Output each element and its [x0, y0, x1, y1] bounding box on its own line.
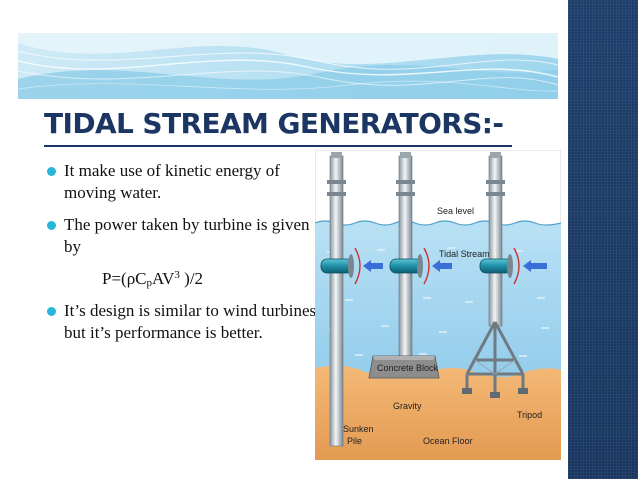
bullet-text: The power taken by turbine is given by — [64, 215, 310, 256]
wave-banner — [18, 33, 558, 99]
seabed — [315, 365, 561, 460]
turbine-icon — [320, 247, 361, 285]
flow-arrow-icon — [363, 260, 547, 272]
formula-subscript: p — [146, 277, 153, 289]
formula-suffix: )/2 — [179, 269, 204, 288]
bullet-dot-icon — [47, 167, 56, 176]
bullet-text: It’s design is similar to wind turbines … — [64, 301, 317, 342]
bullet-text: It make use of kinetic energy of moving … — [64, 161, 280, 202]
label-concrete-block: Concrete Block — [377, 363, 439, 373]
slide-title: TIDAL STREAM GENERATORS:- — [44, 107, 504, 140]
formula-middle: AV — [152, 269, 175, 288]
bullet-dot-icon — [47, 307, 56, 316]
label-gravity: Gravity — [393, 401, 422, 411]
bullet-list: It make use of kinetic energy of moving … — [46, 160, 326, 344]
tripod-frame — [465, 321, 525, 394]
bullet-dot-icon — [47, 221, 56, 230]
turbine-icon — [479, 247, 520, 285]
label-tidal-stream: Tidal Stream — [439, 249, 490, 259]
label-ocean-floor: Ocean Floor — [423, 436, 473, 446]
tidal-turbine-diagram: Sea level Tidal Stream Concrete Block Gr… — [315, 150, 561, 460]
turbine-icon — [389, 247, 430, 285]
bullet-item: The power taken by turbine is given by — [46, 214, 326, 258]
bullet-item: It make use of kinetic energy of moving … — [46, 160, 326, 204]
formula-superscript: 3 — [174, 269, 180, 281]
label-sunken: Sunken — [343, 424, 374, 434]
label-pile: Pile — [347, 436, 362, 446]
label-tripod: Tripod — [517, 410, 542, 420]
decorative-sidebar — [568, 0, 638, 479]
bullet-item: It’s design is similar to wind turbines … — [46, 300, 326, 344]
formula-prefix: P=(ρC — [102, 269, 147, 288]
power-formula: P=(ρCpAV3 )/2 — [46, 264, 326, 294]
label-sea-level: Sea level — [437, 206, 474, 216]
sea-surface — [315, 220, 561, 226]
title-underline — [44, 145, 512, 147]
